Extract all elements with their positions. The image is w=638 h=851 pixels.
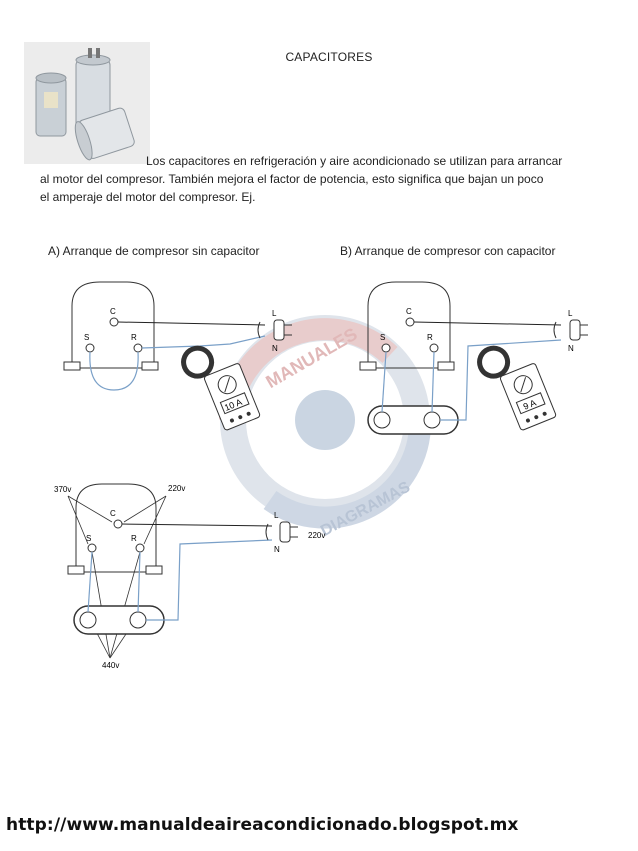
compressor-body: [367, 281, 451, 369]
wire-cap-line: [146, 539, 273, 621]
diagram-a-caption: A) Arranque de compresor sin capacitor: [48, 244, 260, 258]
compressor-foot-left: [359, 361, 377, 371]
diagram-b-caption: B) Arranque de compresor con capacitor: [340, 244, 556, 258]
wire-c-line: [121, 523, 273, 527]
plug-icon: [553, 319, 588, 341]
capacitor-terminal-right: [129, 611, 147, 629]
compressor-foot-right: [141, 361, 159, 371]
terminal-c-point: [405, 317, 415, 327]
line-n-label: N: [272, 344, 278, 353]
terminal-r-point: [133, 343, 143, 353]
clamp-meter-icon: 10 A: [181, 345, 261, 431]
terminal-c-label: C: [110, 509, 116, 518]
terminal-s-label: S: [84, 333, 89, 342]
plug-icon: [265, 521, 298, 543]
compressor-foot-right: [145, 565, 163, 575]
wire-r-cap: [431, 351, 435, 413]
line-n-label: N: [274, 545, 280, 554]
capacitor-terminal-left: [79, 611, 97, 629]
wire-s-cap: [381, 351, 387, 413]
compressor-foot-left: [63, 361, 81, 371]
clamp-meter-icon: 9 A: [477, 345, 557, 431]
wire-c-line: [117, 321, 266, 326]
terminal-c-label: C: [406, 307, 412, 316]
line-l-label: L: [272, 309, 277, 318]
terminal-s-point: [87, 543, 97, 553]
meter-reading-b: 9 A: [522, 398, 538, 412]
terminal-s-label: S: [86, 534, 91, 543]
line-l-label: L: [274, 511, 279, 520]
terminal-r-label: R: [427, 333, 433, 342]
line-l-label: L: [568, 309, 573, 318]
terminal-r-point: [135, 543, 145, 553]
terminal-c-point: [113, 519, 123, 529]
wire-s-cap: [87, 551, 93, 613]
intro-line-2: al motor del compresor. También mejora e…: [40, 172, 544, 186]
terminal-r-point: [429, 343, 439, 353]
label-440v: 440v: [102, 661, 119, 670]
diagram-a: C S R L N 10 A: [63, 281, 292, 431]
page-title: CAPACITORES: [285, 50, 373, 64]
label-220v-plug: 220v: [308, 531, 325, 540]
wire-r-line: [141, 335, 266, 349]
wire-r-cap: [137, 551, 141, 613]
compressor-body: [71, 281, 155, 369]
compressor-foot-right: [437, 361, 455, 371]
capacitor-terminal-right: [423, 411, 441, 429]
plug-icon: [257, 319, 292, 341]
terminal-s-point: [85, 343, 95, 353]
line-n-label: N: [568, 344, 574, 353]
terminal-c-point: [109, 317, 119, 327]
terminal-c-label: C: [110, 307, 116, 316]
intro-line-3: el amperaje del motor del compresor. Ej.: [40, 190, 256, 204]
wire-cap-line: [440, 339, 562, 421]
terminal-r-label: R: [131, 333, 137, 342]
intro-line-1: Los capacitores en refrigeración y aire …: [146, 154, 563, 168]
capacitor-photo: [24, 42, 150, 164]
label-220v-top: 220v: [168, 484, 185, 493]
terminal-s-point: [381, 343, 391, 353]
diagram-b: C S R L N 9 A: [359, 281, 588, 435]
intro-paragraph: Los capacitores en refrigeración y aire …: [40, 152, 610, 206]
compressor-foot-left: [67, 565, 85, 575]
footer-url[interactable]: http://www.manualdeaireacondicionado.blo…: [6, 815, 519, 835]
wire-c-line: [413, 321, 562, 326]
label-370v: 370v: [54, 485, 71, 494]
terminal-s-label: S: [380, 333, 385, 342]
diagram-c: C S R 370v 220v 220v 440v L N: [54, 483, 325, 670]
wire-s-r-jumper: [89, 351, 139, 391]
terminal-r-label: R: [131, 534, 137, 543]
capacitor-terminal-left: [373, 411, 391, 429]
